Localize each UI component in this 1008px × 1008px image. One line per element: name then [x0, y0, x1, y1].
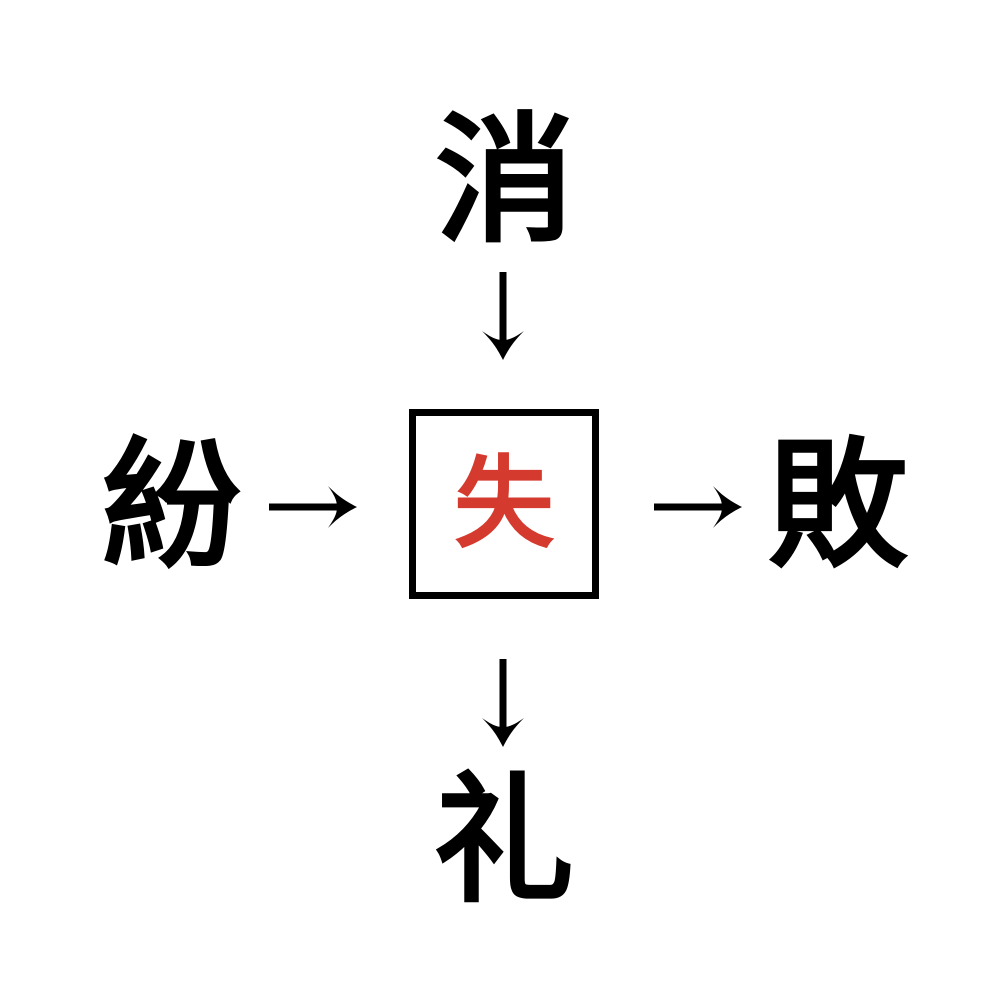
kanji-top: 消 — [434, 102, 576, 259]
answer-box: 失 — [409, 409, 599, 599]
kanji-left: 紛 — [101, 427, 243, 584]
kanji-right: 敗 — [767, 427, 909, 584]
down-arrow-icon — [481, 657, 525, 747]
kanji-bottom: 礼 — [433, 762, 575, 919]
right-arrow-icon — [267, 485, 357, 529]
right-arrow-icon — [652, 485, 742, 529]
down-arrow-icon — [481, 270, 525, 360]
kanji-center-answer: 失 — [454, 448, 554, 560]
